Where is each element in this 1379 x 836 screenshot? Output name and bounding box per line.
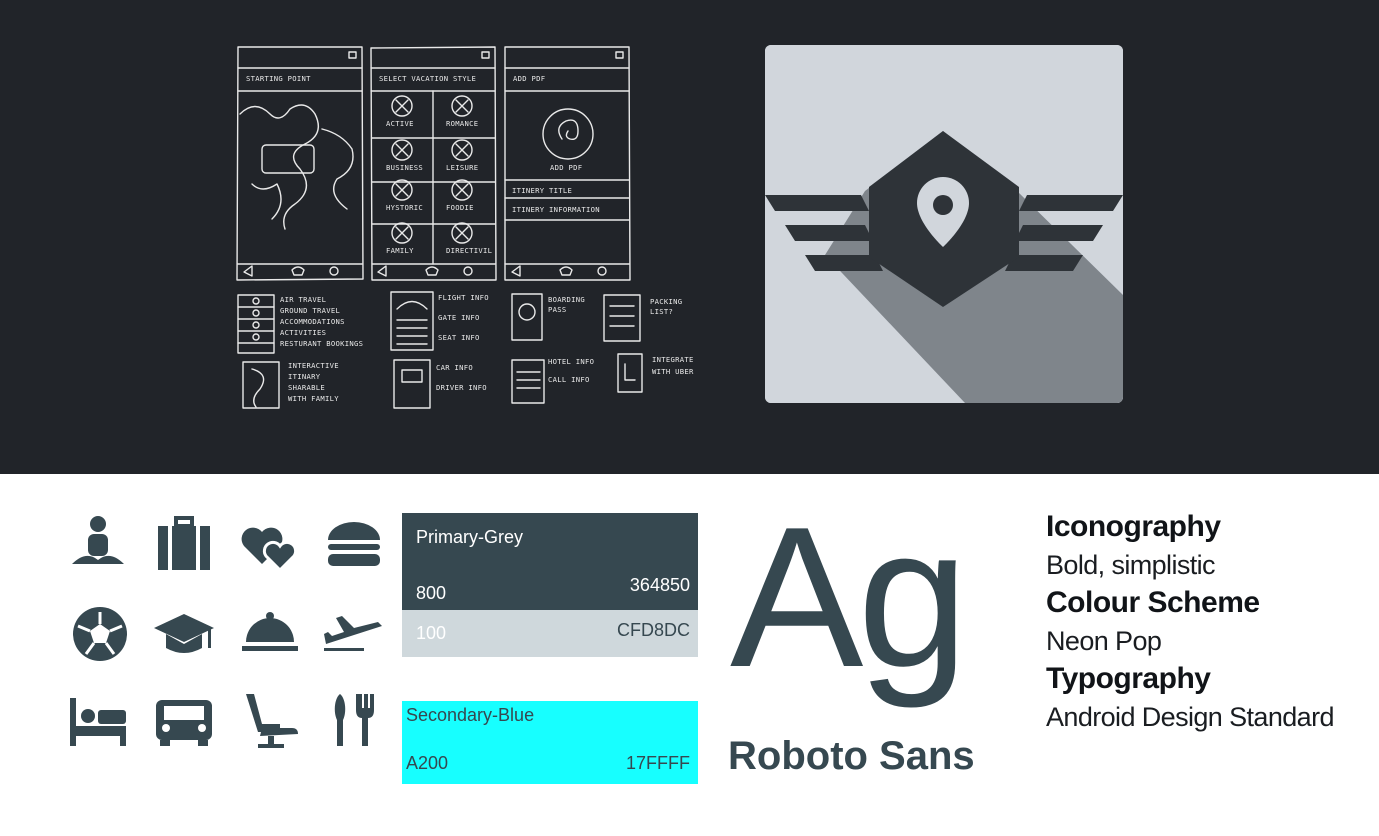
suitcase-icon [154,514,214,574]
note-body: Android Design Standard [1046,702,1335,732]
swatch-hex: CFD8DC [616,620,690,640]
swatch-shade: 100 [416,623,447,643]
graduation-cap-icon [154,604,214,664]
swatch-name: Secondary-Blue [406,705,535,725]
sketch-note: DRIVER INFO [436,383,487,392]
sketch-note: RESTURANT BOOKINGS [280,339,363,348]
sketch-style-label: HYSTORIC [386,203,423,212]
sketch-style-label: LEISURE [446,163,478,172]
swatch-shade: 800 [416,583,447,603]
sketch-style-cross [395,183,409,197]
sketch-style-circle [451,139,473,161]
burger-icon [324,514,384,574]
sketch-style-circle [451,222,473,244]
sketch-text: ITINERY INFORMATION [512,205,600,214]
sketch-style-circle [391,222,413,244]
sketch-note: GROUND TRAVEL [280,306,340,315]
sketch-note: AIR TRAVEL [280,295,326,304]
icon-set [62,512,402,752]
sketch-screen-pdf: ADD PDF ADD PDF ITINERY TITLE ITINERY IN… [504,46,631,281]
sketch-note: INTERACTIVE [288,361,339,370]
sketch-style-circle [391,179,413,201]
app-logo [765,45,1123,403]
note-body: Neon Pop [1046,626,1162,656]
sketch-note: BOARDING [548,295,585,304]
sketch-note: FLIGHT INFO [438,293,489,302]
sketch-style-label: FAMILY [386,246,414,255]
swatch-primary-100: 100 CFD8DC [402,610,698,657]
sketch-style-label: BUSINESS [386,163,423,172]
sketch-text: STARTING POINT [246,74,311,83]
sketch-note: PASS [548,305,567,314]
sketch-style-label: FOODIE [446,203,474,212]
sketch-note: HOTEL INFO [548,357,594,366]
meditation-icon [68,514,128,574]
sketch-style-label: DIRECTIVIL [446,246,492,255]
sketch-style-circle [451,95,473,117]
sketch-style-cross [395,226,409,240]
airplane-icon [324,604,384,664]
note-heading: Colour Scheme [1046,586,1260,619]
swatch-name: Primary-Grey [416,527,523,547]
sketch-details: AIR TRAVEL GROUND TRAVEL ACCOMMODATIONS ACT… [237,291,694,409]
sketch-style-label: ACTIVE [386,119,414,128]
sketch-note: ACCOMMODATIONS [280,317,345,326]
sketch-screen-styles: SELECT VACATION STYLE ACTIVE ROMANCE BUSIN… [370,46,497,281]
style-notes: Iconography Bold, simplistic Colour Sche… [1046,508,1366,736]
sketch-style-cross [395,143,409,157]
sketch-note: SHARABLE [288,383,325,392]
airline-seat-icon [240,690,300,750]
sketch-note: GATE INFO [438,313,480,322]
sketch-style-circle [451,179,473,201]
typeface-name: Roboto Sans [728,734,975,778]
sketch-note: WITH FAMILY [288,394,339,403]
sketch-note: ITINARY [288,372,321,381]
sketch-style-circle [391,139,413,161]
cloche-icon [240,604,300,664]
sketch-note: CAR INFO [436,363,473,372]
swatch-primary-800: Primary-Grey 800 364850 [402,513,698,610]
sketch-style-cross [455,183,469,197]
sketch-text: SELECT VACATION STYLE [379,74,476,83]
bed-icon [68,690,128,750]
note-body: Bold, simplistic [1046,550,1216,580]
car-icon [154,690,214,750]
swatch-secondary-a200: Secondary-Blue A200 17FFFF [402,701,698,784]
note-heading: Typography [1046,662,1211,695]
sketch-style-cross [455,99,469,113]
sketch-note: INTEGRATE [652,355,694,364]
wireframe-sketch: STARTING POINT SELECT VACATION STYLE ACT… [232,44,702,414]
sketch-note: PACKING [650,297,682,306]
soccer-ball-icon [70,604,130,664]
note-heading: Iconography [1046,510,1221,543]
swatch-hex: 17FFFF [625,753,690,773]
sketch-text: ADD PDF [550,163,582,172]
sketch-style-cross [455,226,469,240]
typeface-sample: Ag [730,486,969,709]
sketch-note: LIST? [650,307,673,316]
sketch-note: CALL INFO [548,375,590,384]
sketch-style-cross [395,99,409,113]
sketch-note: SEAT INFO [438,333,480,342]
swatch-hex: 364850 [629,575,690,595]
sketch-screen-start: STARTING POINT [236,46,364,281]
sketch-note: WITH UBER [652,367,694,376]
sketch-text: ITINERY TITLE [512,186,572,195]
sketch-style-circle [391,95,413,117]
dark-header-band [0,0,1379,474]
swatch-shade: A200 [406,753,449,773]
sketch-style-cross [455,143,469,157]
sketch-note: ACTIVITIES [280,328,326,337]
sketch-text: ADD PDF [513,74,545,83]
restaurant-icon [324,690,384,750]
sketch-style-label: ROMANCE [446,119,478,128]
hearts-icon [238,514,298,574]
